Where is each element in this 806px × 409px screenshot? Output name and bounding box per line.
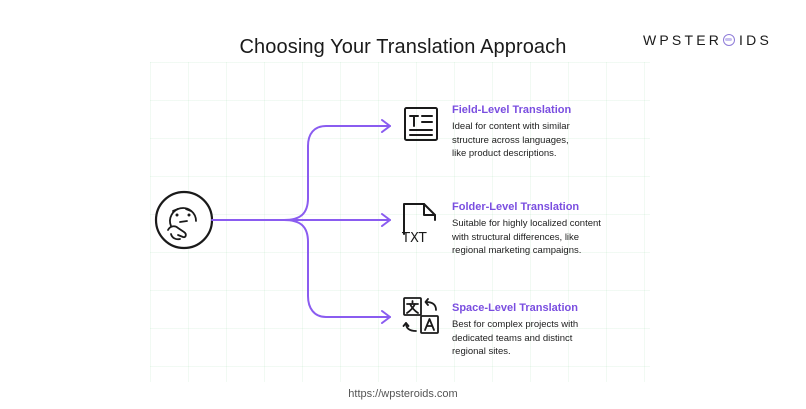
connector-to-field-level [283,125,391,221]
brand-logo: WPSTER IDS [643,32,772,48]
footer-url: https://wpsteroids.com [348,388,458,400]
connector-to-space-level [283,219,391,318]
background-grid [150,62,650,382]
option-description: Suitable for highly localized content wi… [452,218,601,256]
txt-file-icon-label: TXT [401,231,427,246]
arrow-head-space-level [381,310,391,324]
brand-logo-text-start: WPSTER [642,32,723,48]
diagram-title: Choosing Your Translation Approach [239,36,567,58]
option-space-level: Space-Level Translation Best for complex… [452,302,652,359]
option-description: Best for complex projects with dedicated… [452,319,579,357]
option-folder-level: Folder-Level Translation Suitable for hi… [452,201,652,258]
translate-icon [402,297,439,334]
option-title: Space-Level Translation [452,302,578,314]
text-document-icon [404,107,438,141]
option-field-level: Field-Level Translation Ideal for conten… [452,104,652,161]
thinking-face-icon [154,190,214,250]
brand-logo-text-end: IDS [739,32,772,48]
arrow-head-field-level [381,119,391,133]
arrow-head-folder-level [381,213,391,227]
option-description: Ideal for content with similar structure… [452,121,570,159]
option-title: Field-Level Translation [452,104,572,116]
txt-file-icon [403,203,436,235]
brand-logo-o-mark [723,34,736,46]
option-title: Folder-Level Translation [452,201,580,213]
